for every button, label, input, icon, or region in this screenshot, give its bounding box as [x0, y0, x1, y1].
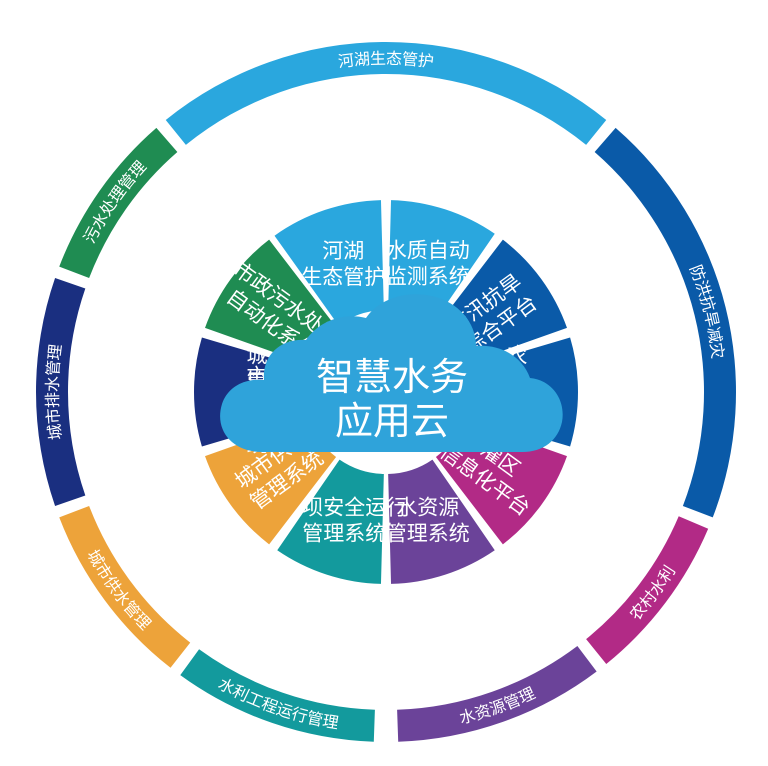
outer-segment-ring-engineering[interactable]: 水利工程运行管理	[180, 649, 375, 742]
outer-segment-shape	[397, 645, 597, 742]
inner-segment-river-lake[interactable]: 河湖生态管护	[274, 200, 386, 326]
inner-segment-label-line: 河湖	[322, 239, 364, 263]
inner-segment-label-line: 管理系统	[302, 521, 386, 545]
outer-segment-shape	[180, 649, 375, 742]
outer-segment-ring-rural[interactable]: 农村水利	[586, 516, 709, 664]
inner-segment-shape	[205, 239, 337, 365]
outer-segment-ring-river-lake[interactable]: 河湖生态管护	[165, 42, 607, 145]
outer-segment-ring-flood[interactable]: 防洪抗旱减灾	[594, 127, 736, 518]
center-title-line2: 应用云	[335, 399, 449, 443]
outer-segment-ring-urban-supply[interactable]: 城市供水管理	[59, 505, 191, 668]
outer-segment-shape	[59, 505, 191, 668]
outer-segment-shape	[36, 278, 86, 506]
inner-segment-water-quality[interactable]: 水质自动监测系统	[386, 200, 495, 325]
outer-segment-shape	[165, 42, 607, 145]
inner-segment-label-line: 监测系统	[386, 265, 470, 289]
outer-segment-label-text: 城市供水管理	[83, 546, 154, 633]
outer-segment-label: 城市供水管理	[83, 546, 154, 633]
center-title-line1: 智慧水务	[316, 355, 468, 399]
inner-segment-label: 河湖生态管护	[301, 239, 385, 289]
inner-segment-label-line: 水质自动	[386, 239, 470, 263]
inner-segment-label: 水质自动监测系统	[386, 239, 470, 289]
inner-segment-label: 水资源管理系统	[386, 495, 470, 545]
inner-segment-shape	[277, 459, 384, 584]
outer-segment-label: 污水处理管理	[80, 157, 150, 246]
inner-segment-label-line: 管理系统	[386, 521, 470, 545]
outer-segment-ring-sewage[interactable]: 污水处理管理	[59, 127, 178, 279]
inner-segment-shape	[388, 459, 495, 584]
outer-segment-label: 城市排水管理	[43, 343, 65, 441]
center-cloud-group: 智慧水务 应用云	[220, 294, 563, 452]
outer-segment-label-text: 河湖生态管护	[337, 49, 435, 71]
inner-segment-label-line: 生态管护	[301, 265, 385, 289]
inner-segment-water-resource[interactable]: 水资源管理系统	[386, 459, 495, 584]
center-cloud	[220, 294, 563, 452]
outer-segment-label: 河湖生态管护	[337, 49, 435, 71]
outer-segment-shape	[594, 127, 736, 518]
inner-segment-shape	[274, 200, 384, 326]
inner-segment-shape	[388, 200, 495, 325]
outer-segment-shape	[586, 516, 709, 664]
outer-segment-label-text: 城市排水管理	[43, 343, 65, 441]
outer-segment-shape	[59, 127, 178, 279]
outer-segment-label-text: 污水处理管理	[80, 157, 150, 246]
outer-segment-ring-water-resource[interactable]: 水资源管理	[397, 645, 597, 742]
outer-segment-ring-urban-drainage[interactable]: 城市排水管理	[36, 278, 86, 506]
inner-segment-label-line: 水资源	[396, 495, 459, 519]
